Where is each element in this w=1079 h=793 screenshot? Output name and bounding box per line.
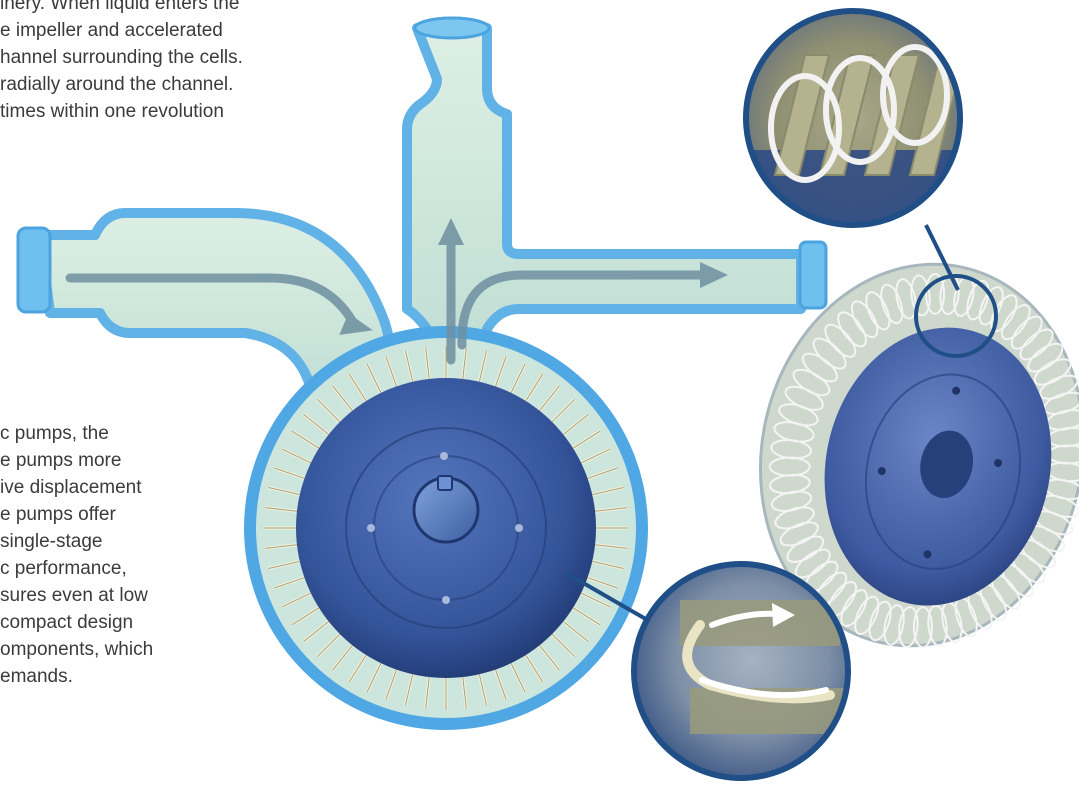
bolt-hole	[515, 524, 523, 532]
zoom-callout-top	[746, 11, 964, 230]
outlet-side-opening	[800, 242, 826, 308]
inlet-opening	[18, 228, 50, 312]
keyway	[438, 476, 452, 490]
zoom-callout-bottom	[634, 564, 850, 778]
impeller	[296, 378, 596, 678]
bolt-hole	[440, 452, 448, 460]
bolt-hole	[442, 596, 450, 604]
outlet-top-opening	[415, 18, 489, 38]
bolt-hole	[367, 524, 375, 532]
